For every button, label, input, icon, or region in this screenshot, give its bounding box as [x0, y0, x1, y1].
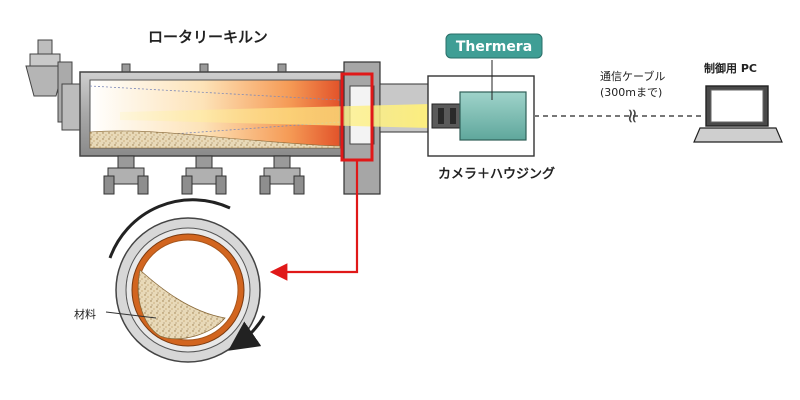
kiln-label: ロータリーキルン: [148, 28, 268, 46]
cross-section-material: [137, 269, 226, 340]
thermal-camera: [459, 91, 527, 141]
camera-housing: [427, 60, 535, 157]
rotation-arrow-lower: [228, 315, 266, 351]
pc-label: 制御用 PC: [704, 61, 757, 75]
brand-label: Thermera: [456, 39, 532, 55]
cable-label: 通信ケーブル: [600, 69, 665, 83]
laptop-icon: [693, 85, 783, 143]
camera-view-beam: [120, 104, 430, 128]
material-leader: [105, 311, 157, 319]
camera-housing-label: カメラ＋ハウジング: [438, 166, 555, 182]
kiln-rollers: [103, 155, 305, 195]
brand-badge: Thermera: [445, 33, 543, 59]
feed-hopper: [25, 39, 87, 131]
highlight-arrow: [269, 160, 359, 281]
cable-break-mark: ≈: [621, 108, 645, 125]
cable-length-label: (300mまで): [600, 86, 662, 99]
material-label: 材料: [74, 307, 96, 321]
rotation-arrow: [108, 198, 231, 259]
kiln-cross-section: [115, 217, 261, 363]
kiln-material-bed: [89, 130, 341, 149]
